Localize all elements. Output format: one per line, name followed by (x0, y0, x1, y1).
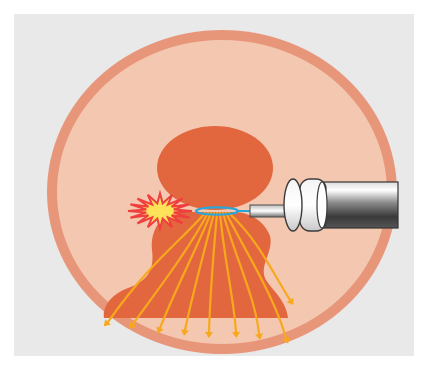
pipette-barrel-rim (317, 182, 327, 228)
pipette-collar-front (284, 179, 302, 231)
nucleus (157, 126, 273, 210)
spark-burst-icon (128, 193, 192, 228)
pipette-barrel (318, 182, 398, 228)
